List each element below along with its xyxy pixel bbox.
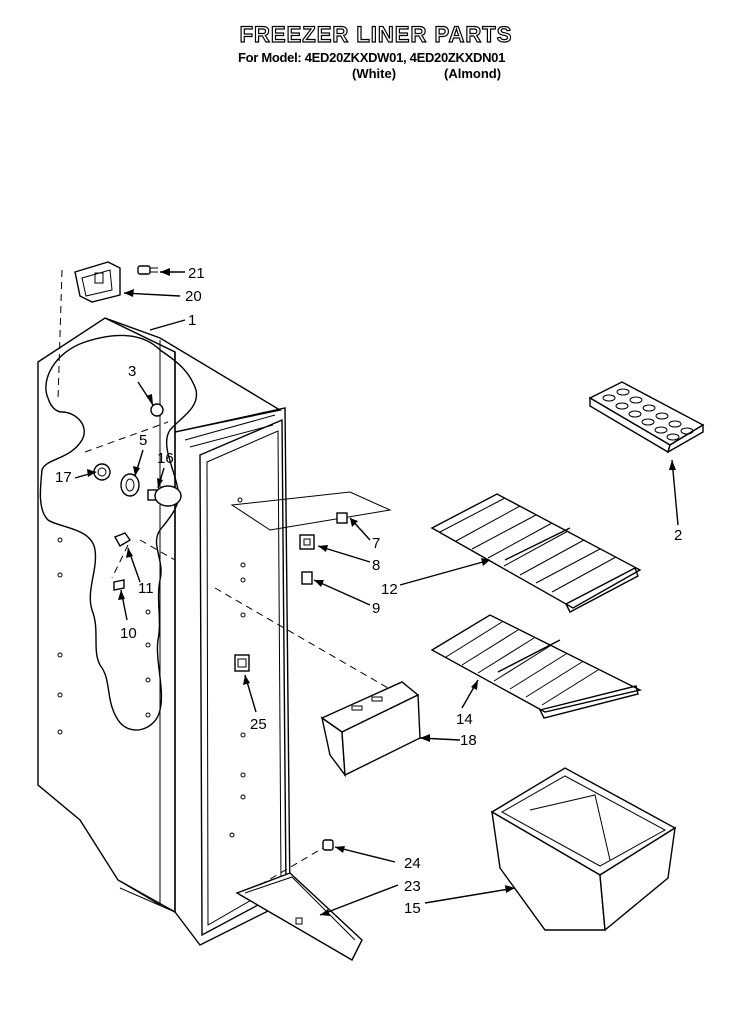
shelf-cover-18 — [320, 681, 421, 778]
bottom-rail-23 — [235, 872, 363, 961]
leader-lines — [74, 271, 679, 916]
light-bulb — [147, 485, 182, 507]
callout-3: 3 — [128, 363, 136, 380]
control-bracket — [74, 261, 121, 303]
clip-3 — [150, 403, 164, 417]
model-almond: 4ED20ZKXDN01 — [409, 50, 506, 65]
freezer-liner — [37, 317, 291, 946]
screw-21 — [137, 265, 158, 275]
wire-shelf-12 — [430, 493, 642, 613]
page-title: FREEZER LINER PARTS — [239, 21, 513, 47]
callout-25: 25 — [250, 716, 267, 733]
ice-cube-tray — [588, 381, 705, 454]
callout-15: 15 — [404, 900, 421, 917]
callout-24: 24 — [404, 855, 421, 872]
variant-almond: (Almond) — [444, 66, 502, 81]
model-line: For Model: 4ED20ZKXDW01, 4ED20ZKXDN01 — [238, 50, 505, 65]
callout-1: 1 — [188, 312, 196, 329]
callout-8: 8 — [372, 557, 380, 574]
freezer-basket-15 — [490, 767, 677, 932]
heater-loop — [39, 334, 198, 731]
callout-20: 20 — [185, 288, 202, 305]
callout-2: 2 — [674, 527, 682, 544]
callout-11: 11 — [138, 580, 154, 597]
liner-holes — [57, 497, 246, 838]
variant-white: (White) — [352, 66, 397, 81]
switch-25 — [234, 654, 250, 672]
callout-5: 5 — [139, 432, 147, 449]
callout-16: 16 — [157, 450, 174, 467]
callout-9: 9 — [372, 600, 380, 617]
shelf-bracket-8 — [299, 534, 315, 550]
screw-11 — [114, 532, 132, 547]
thermostat-knob — [93, 463, 111, 481]
shelf-clip-7 — [336, 512, 348, 524]
callout-23: 23 — [404, 878, 421, 895]
callout-7: 7 — [372, 535, 380, 552]
callout-17: 17 — [55, 469, 72, 486]
callout-14: 14 — [456, 711, 473, 728]
model-prefix: For Model: — [238, 50, 302, 65]
model-white: 4ED20ZKXDW01, — [304, 50, 407, 65]
callout-12: 12 — [381, 581, 398, 598]
callout-10: 10 — [120, 625, 137, 642]
arrowheads — [87, 268, 676, 916]
screw-24 — [322, 839, 334, 851]
callout-18: 18 — [460, 732, 477, 749]
wire-shelf-14 — [430, 614, 643, 719]
screw-10 — [113, 579, 125, 591]
shelf-clip-9 — [301, 571, 313, 585]
callout-labels: 21 20 1 3 5 16 17 7 8 12 9 11 10 25 14 1… — [55, 265, 682, 917]
light-socket — [120, 473, 140, 497]
callout-21: 21 — [188, 265, 205, 282]
